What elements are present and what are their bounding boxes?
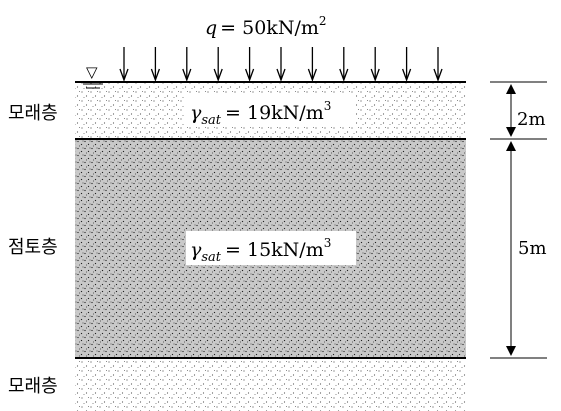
clay-layer	[75, 139, 466, 358]
svg-text:γsat= 15kN/m3: γsat= 15kN/m3	[190, 236, 331, 265]
load-arrow	[182, 47, 192, 82]
layer-label-clay: 점토층	[8, 237, 58, 258]
load-arrow	[339, 47, 349, 82]
svg-text:5m: 5m	[518, 238, 547, 259]
load-arrow	[244, 47, 255, 82]
dimension-2m: 2m	[490, 81, 547, 140]
load-arrow	[433, 47, 443, 82]
sand-layer-bottom	[75, 358, 466, 411]
load-arrow	[370, 47, 380, 82]
svg-text:▽: ▽	[86, 63, 98, 81]
load-arrow	[213, 47, 223, 82]
gamma-sat-clay: γsat= 15kN/m3	[186, 231, 356, 265]
load-arrow	[401, 47, 412, 82]
layer-label-sand-top: 모래층	[8, 103, 58, 124]
svg-text:2m: 2m	[517, 109, 546, 130]
load-label: q= 50kN/m2	[205, 14, 327, 39]
load-arrow	[119, 47, 129, 82]
surcharge-load-arrows	[119, 47, 443, 82]
load-arrow	[307, 47, 318, 82]
load-arrow	[276, 47, 286, 82]
load-arrow	[150, 47, 161, 82]
gamma-sat-sand: γsat= 19kN/m3	[184, 93, 356, 128]
layer-label-sand-bottom: 모래층	[8, 376, 58, 397]
water-table-symbol: ▽	[83, 63, 103, 89]
dimension-5m: 5m	[490, 141, 547, 359]
svg-text:γsat= 19kN/m3: γsat= 19kN/m3	[190, 99, 331, 128]
